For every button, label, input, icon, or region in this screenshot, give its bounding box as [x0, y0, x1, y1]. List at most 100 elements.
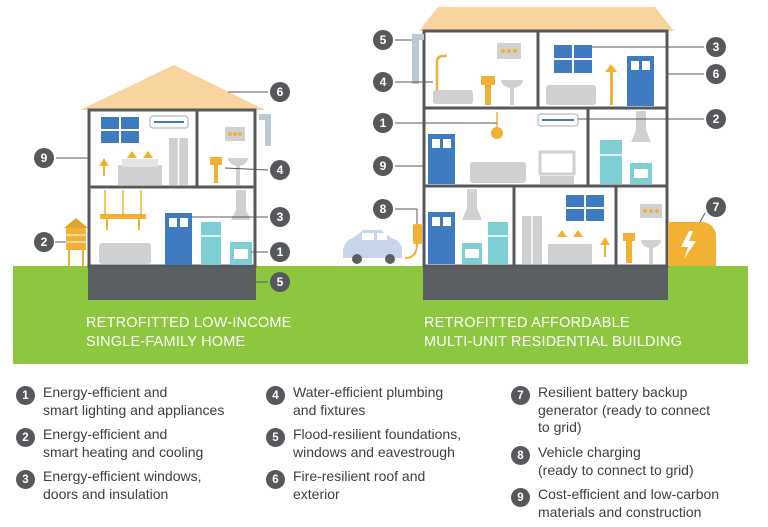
marker-right-5: 5 — [373, 30, 393, 50]
legend-number: 3 — [16, 470, 35, 489]
marker-left-3: 3 — [270, 207, 290, 227]
legend-text: windows and eavestrough — [293, 443, 455, 460]
svg-text:1: 1 — [380, 116, 387, 130]
right-low-fridge-icon — [488, 222, 508, 264]
svg-text:3: 3 — [277, 210, 284, 224]
marker-right-2: 2 — [706, 109, 726, 129]
right-shower-icon — [435, 54, 447, 90]
left-heat-pump-icon — [64, 218, 88, 266]
single-family-caption: RETROFITTED LOW-INCOME SINGLE-FAMILY HOM… — [86, 314, 292, 352]
legend-text: generator (ready to connect — [538, 401, 710, 418]
legend-text: Vehicle charging — [538, 444, 641, 460]
legend-text: Water-efficient plumbing — [293, 384, 444, 400]
single-family-home — [64, 65, 271, 300]
right-pendant-light-icon — [491, 127, 503, 139]
legend-text: smart heating and cooling — [43, 443, 204, 460]
marker-right-4: 4 — [373, 72, 393, 92]
svg-text:2: 2 — [713, 112, 720, 126]
multi-unit-building — [343, 7, 716, 300]
caption-line: SINGLE-FAMILY HOME — [86, 334, 246, 350]
svg-text:9: 9 — [41, 151, 48, 165]
legend-text: Energy-efficient and — [43, 384, 168, 400]
legend-text: doors and insulation — [43, 485, 169, 502]
svg-text:3: 3 — [713, 40, 720, 54]
left-foundation — [88, 266, 256, 300]
right-building-frame — [422, 29, 669, 268]
marker-right-9: 9 — [373, 156, 393, 176]
left-eavestrough-icon — [259, 114, 271, 146]
svg-text:2: 2 — [41, 235, 48, 249]
marker-right-6: 6 — [706, 64, 726, 84]
right-low-range-hood-icon — [462, 189, 482, 220]
svg-text:6: 6 — [277, 85, 284, 99]
legend-text: Flood-resilient foundations, — [293, 426, 462, 442]
right-eavestrough-icon — [412, 34, 424, 84]
caption-line: MULTI-UNIT RESIDENTIAL BUILDING — [424, 334, 683, 350]
legend-number: 2 — [16, 428, 35, 447]
legend-number: 1 — [16, 386, 35, 405]
legend-text: Cost-efficient and low-carbon — [538, 486, 720, 502]
right-low-toilet-icon — [623, 233, 635, 263]
marker-left-9: 9 — [34, 148, 54, 168]
battery-generator-icon — [668, 222, 716, 266]
svg-text:7: 7 — [713, 200, 720, 214]
legend-number: 5 — [266, 428, 285, 447]
marker-right-7: 7 — [706, 197, 726, 217]
marker-left-5: 5 — [270, 272, 290, 292]
electric-car-icon — [343, 230, 402, 264]
left-toilet-icon — [210, 157, 222, 183]
left-roof — [80, 65, 265, 110]
legend-number: 4 — [266, 386, 285, 405]
right-sink-icon — [501, 80, 523, 88]
left-bed-icon — [118, 165, 162, 185]
right-low-sink-icon — [641, 240, 661, 248]
legend-number: 9 — [511, 488, 530, 507]
left-fridge-icon — [201, 222, 221, 265]
right-tv-icon — [538, 150, 576, 176]
marker-left-2: 2 — [34, 232, 54, 252]
legend-item-8: 8 Vehicle charging(ready to connect to g… — [511, 444, 694, 479]
legend-number: 7 — [511, 386, 530, 405]
marker-right-8: 8 — [373, 199, 393, 219]
marker-left-4: 4 — [270, 160, 290, 180]
legend-text: materials and construction — [538, 503, 702, 520]
svg-text:9: 9 — [380, 159, 387, 173]
marker-left-1: 1 — [270, 242, 290, 262]
legend-text: to grid) — [538, 419, 582, 435]
left-sofa-icon — [99, 243, 151, 264]
right-foundation — [423, 266, 668, 300]
svg-text:8: 8 — [380, 202, 387, 216]
left-range-hood-icon — [231, 190, 251, 220]
housing-diagram: 9 2 6 4 3 1 5 5 4 1 9 8 3 6 2 7 — [13, 7, 748, 364]
legend-text: Energy-efficient windows, — [43, 468, 202, 484]
svg-text:4: 4 — [277, 163, 284, 177]
ev-charger-icon — [413, 224, 422, 244]
legend-text: and fixtures — [293, 401, 366, 418]
left-dining-table-icon — [100, 214, 146, 219]
caption-line: RETROFITTED LOW-INCOME — [86, 315, 292, 331]
legend-text: Energy-efficient and — [43, 426, 168, 442]
marker-left-6: 6 — [270, 82, 290, 102]
legend-number: 6 — [266, 470, 285, 489]
svg-text:1: 1 — [277, 245, 284, 259]
right-bathtub-icon — [433, 90, 473, 104]
right-roof — [419, 7, 674, 31]
caption-line: RETROFITTED AFFORDABLE — [424, 315, 630, 331]
svg-text:5: 5 — [380, 33, 387, 47]
right-top-lamp-icon — [610, 70, 613, 105]
multi-unit-caption: RETROFITTED AFFORDABLE MULTI-UNIT RESIDE… — [424, 314, 682, 352]
right-top-sofa-icon — [546, 85, 596, 105]
legend-text: exterior — [293, 485, 340, 502]
legend-item-5: 5 Flood-resilient foundations,windows an… — [266, 426, 461, 461]
right-mid-fridge-icon — [600, 140, 622, 184]
right-toilet-icon — [481, 76, 495, 105]
left-sink-icon — [228, 158, 248, 166]
legend-text: Fire-resilient roof and — [293, 468, 426, 484]
svg-text:4: 4 — [380, 75, 387, 89]
